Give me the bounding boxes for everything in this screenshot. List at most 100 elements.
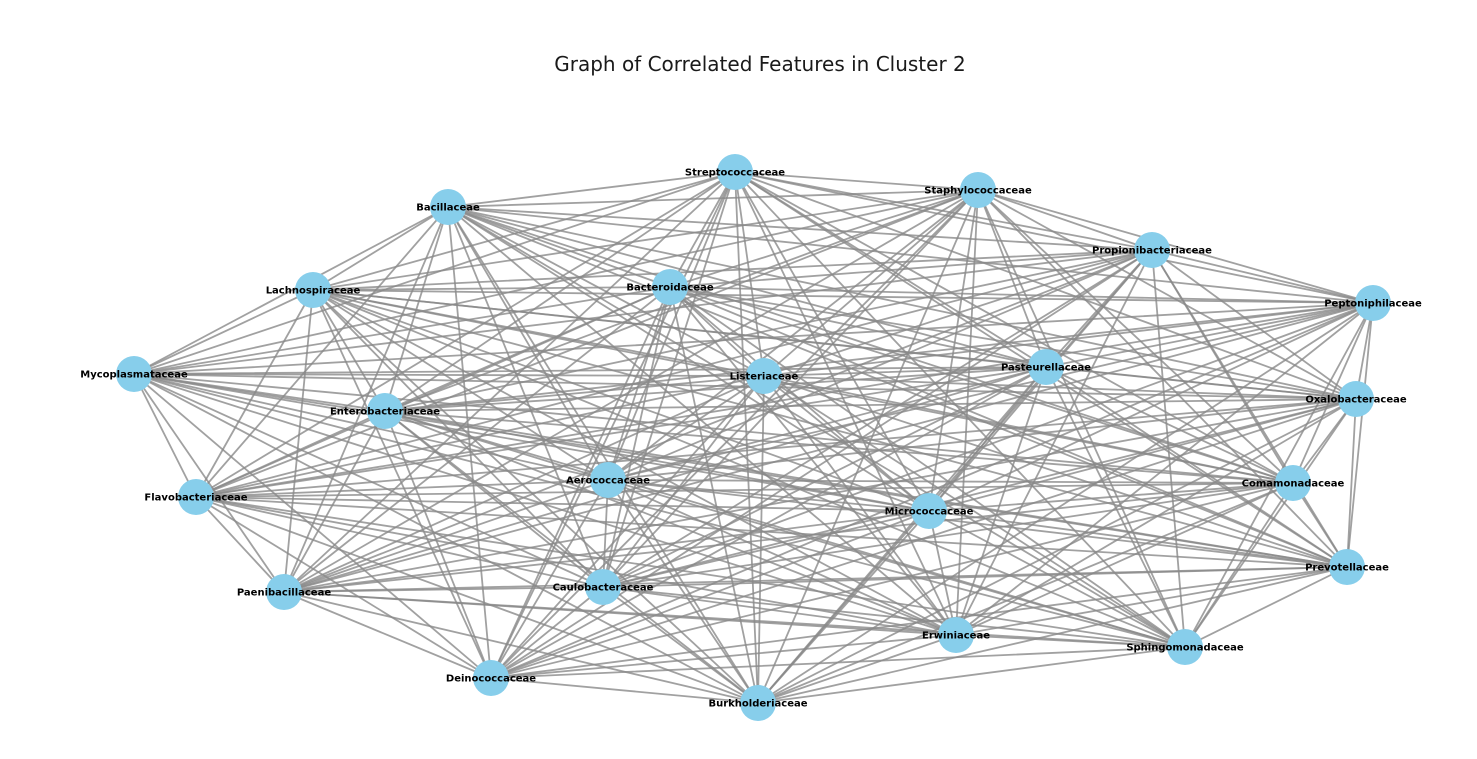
graph-node [652, 269, 688, 305]
graph-edge [447, 171, 736, 208]
graph-edge [312, 206, 449, 291]
graph-edge [757, 510, 930, 704]
graph-node [295, 272, 331, 308]
graph-node [938, 617, 974, 653]
graph-edge [312, 289, 1374, 304]
graph-edge [607, 479, 759, 704]
graph-edge [1045, 302, 1374, 368]
graph-edge [312, 189, 979, 291]
graph-edge [133, 366, 1047, 375]
graph-node [740, 685, 776, 721]
graph-edge [763, 302, 1374, 377]
graph-edge [763, 375, 1294, 484]
graph-edge [447, 206, 957, 636]
graph-edge [669, 286, 1047, 368]
graph-edge [607, 189, 979, 481]
graph-edge [1346, 398, 1357, 568]
graph-edge [384, 366, 1047, 412]
graph-edge [312, 289, 604, 588]
graph-edge [283, 591, 759, 704]
graph-edge [283, 398, 1357, 593]
graph-edge [669, 171, 736, 288]
graph-edge [490, 646, 1186, 679]
graph-node [1167, 629, 1203, 665]
graph-edge [1151, 249, 1357, 400]
graph-edge [195, 302, 1374, 498]
graph-node [1134, 232, 1170, 268]
graph-edge [1045, 366, 1348, 568]
graph-edge [133, 373, 759, 704]
graph-edge [757, 375, 765, 704]
graph-edge [757, 482, 1294, 704]
graph-edge [1292, 302, 1374, 484]
graph-node [367, 393, 403, 429]
graph-edge [490, 366, 1047, 679]
graph-edge [602, 286, 671, 588]
graph-edge [602, 586, 957, 636]
graph-edge [602, 586, 759, 704]
graph-edge [757, 566, 1348, 704]
graph-edge [195, 375, 765, 498]
graph-edge [133, 373, 197, 498]
graph-edge [447, 206, 930, 512]
graph-edge [669, 286, 759, 704]
graph-edge [133, 373, 609, 481]
graph-edge [490, 566, 1348, 679]
graph-edge [447, 206, 1374, 304]
graph-edge [757, 634, 957, 704]
graph-edge [283, 586, 604, 593]
graph-edge [734, 171, 930, 512]
graph-edge [133, 373, 765, 377]
graph-node [266, 574, 302, 610]
graph-edge [195, 496, 492, 679]
graph-edge [490, 586, 604, 679]
graph-edge [928, 510, 1186, 648]
graph-edge [133, 373, 1294, 484]
graph-edge [490, 634, 957, 679]
graph-edge [757, 398, 1357, 704]
graph-edge [195, 496, 957, 636]
graph-edge [283, 189, 979, 593]
graph-edge [977, 189, 1153, 251]
graph-edge [1184, 398, 1357, 648]
graph-node [473, 660, 509, 696]
graph-edge [602, 375, 765, 588]
graph-edge [955, 302, 1374, 636]
graph-edge [1045, 366, 1294, 484]
graph-edge [195, 398, 1357, 498]
graph-edge [312, 289, 609, 481]
graph-edge [133, 373, 1186, 648]
graph-edge [195, 366, 1047, 498]
graph-node [1275, 465, 1311, 501]
graph-edge [195, 410, 386, 498]
graph-edge [384, 410, 1294, 484]
graph-edge [283, 302, 1374, 593]
graph-node [1338, 381, 1374, 417]
graph-edge [607, 375, 765, 481]
graph-edge [1184, 566, 1348, 648]
graph-edge [955, 634, 1186, 648]
graph-edge [763, 189, 979, 377]
graph-edge [607, 249, 1153, 481]
graph-edge [763, 249, 1153, 377]
graph-edge [490, 189, 979, 679]
graph-edge [602, 586, 1186, 648]
graph-edge [384, 249, 1153, 412]
graph-edge [928, 510, 957, 636]
graph-edge [490, 482, 1294, 679]
graph-edge [133, 286, 671, 375]
graph-node [717, 154, 753, 190]
graph-edge [763, 375, 957, 636]
graph-edge [602, 482, 1294, 588]
graph-node [1355, 285, 1391, 321]
graph-edge [763, 366, 1047, 377]
graph-edge [669, 249, 1153, 288]
graph-edge [133, 302, 1374, 375]
graph-edge [384, 302, 1374, 412]
graph-edge [1151, 249, 1374, 304]
graph-edge [133, 289, 314, 375]
graph-edge [195, 496, 1186, 648]
graph-node [911, 493, 947, 529]
graph-edge [928, 510, 1348, 568]
